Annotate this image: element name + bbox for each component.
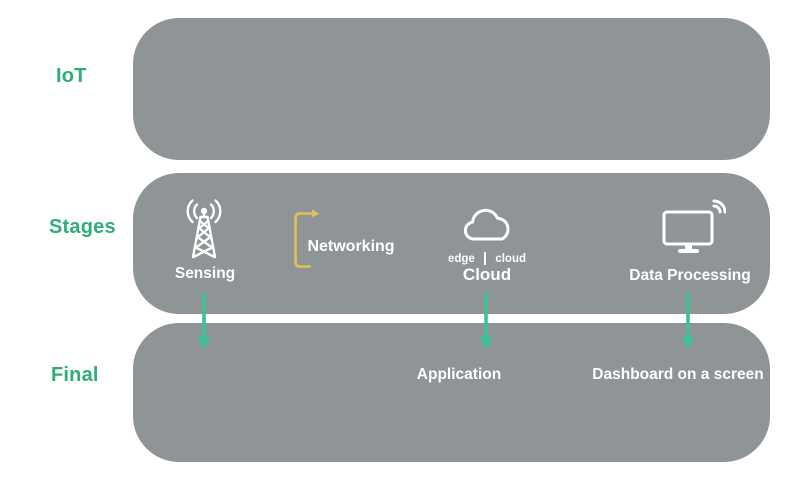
row-label-stages: Stages: [49, 216, 116, 238]
cloud-icon: [459, 204, 515, 246]
band-final: [133, 323, 770, 462]
bracket-arrow-icon: [291, 209, 321, 271]
row-label-iot: IoT: [56, 65, 87, 87]
dashboard-label: Dashboard on a screen: [592, 366, 764, 383]
arrow-down-dashboard-icon: [681, 292, 695, 355]
arrow-down-sensing-icon: [197, 292, 211, 355]
band-iot: [133, 18, 770, 160]
radio-tower-icon: [173, 198, 235, 262]
arrow-down-cloud-icon: [479, 292, 493, 355]
application-label: Application: [416, 366, 502, 383]
divider-bar: [483, 252, 487, 265]
cloud-label: Cloud: [462, 265, 512, 284]
cloud-subtext: cloud: [495, 252, 527, 265]
monitor-icon: [656, 198, 726, 256]
data-processing-label: Data Processing: [629, 267, 751, 284]
edge-subtext: edge: [447, 252, 475, 265]
networking-label: Networking: [307, 238, 395, 255]
edge-cloud-subtext: edge cloud: [448, 252, 526, 265]
row-label-final: Final: [51, 364, 99, 386]
sensing-label: Sensing: [174, 265, 236, 282]
